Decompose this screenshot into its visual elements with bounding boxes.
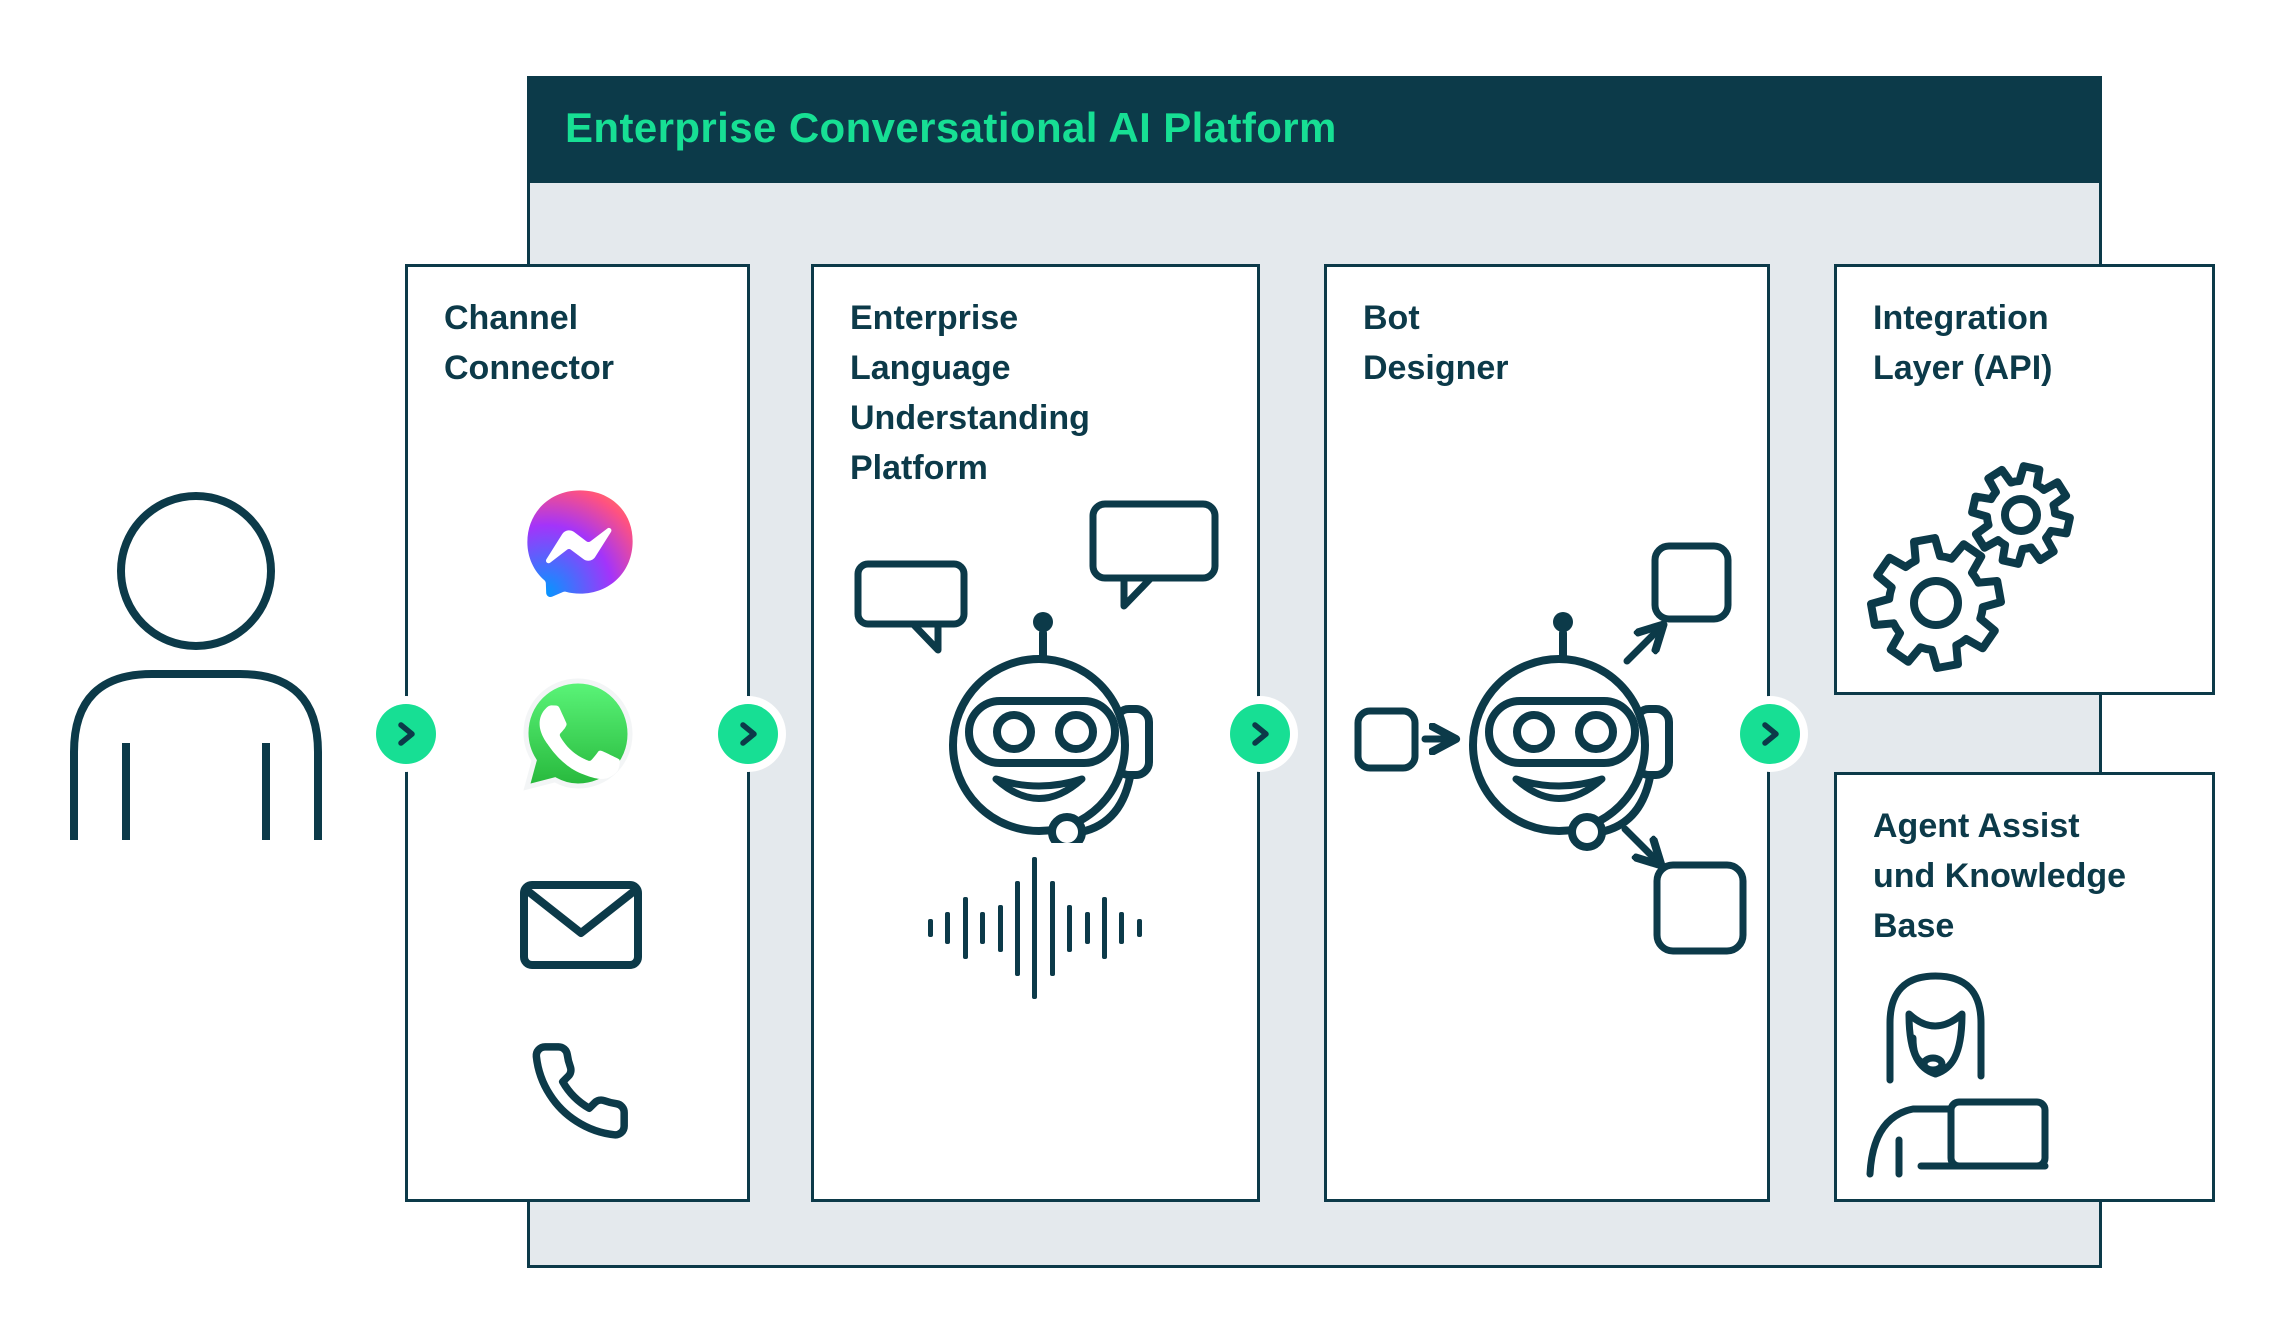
bot-designer-box: Bot Designer <box>1324 264 1770 1202</box>
speech-bubble-right-icon <box>1089 500 1219 610</box>
bot-designer-title: Bot Designer <box>1363 299 1509 387</box>
flow-connector-designer-to-integration <box>1740 704 1800 764</box>
elu-platform-title: Enterprise Language Understanding Platfo… <box>850 299 1090 487</box>
integration-layer-box: Integration Layer (API) <box>1834 264 2215 695</box>
person-icon <box>70 492 322 840</box>
voice-waveform-icon <box>928 855 1143 1001</box>
integration-layer-title: Integration Layer (API) <box>1873 299 2053 387</box>
agent-assist-box: Agent Assist und Knowledge Base <box>1834 772 2215 1202</box>
bot-head-icon <box>933 603 1153 843</box>
channel-connector-title: Channel Connector <box>444 299 614 387</box>
bot-flow-icon <box>1354 542 1747 955</box>
chevron-right-icon <box>1762 722 1779 746</box>
flow-arrow-up <box>1623 631 1657 665</box>
agent-headset-mic <box>1920 1054 1946 1074</box>
phone-icon <box>532 1043 628 1139</box>
email-icon <box>520 881 642 969</box>
chevron-right-icon <box>398 722 415 746</box>
chevron-right-icon <box>740 722 757 746</box>
channel-connector-box: Channel Connector <box>405 264 750 1202</box>
flow-arrow-down <box>1621 825 1655 859</box>
whatsapp-icon <box>523 678 633 791</box>
elu-platform-box: Enterprise Language Understanding Platfo… <box>811 264 1260 1202</box>
flow-connector-elu-to-designer <box>1230 704 1290 764</box>
flow-node-bottom <box>1653 861 1747 955</box>
support-agent-icon <box>1866 972 2049 1178</box>
flow-connector-channel-to-elu <box>718 704 778 764</box>
agent-assist-title: Agent Assist und Knowledge Base <box>1873 807 2127 945</box>
chevron-right-icon <box>1252 722 1269 746</box>
gears-icon <box>1867 462 2074 672</box>
platform-header: Enterprise Conversational AI Platform <box>527 76 2102 180</box>
messenger-icon <box>527 490 633 598</box>
flow-node-top <box>1651 542 1732 623</box>
flow-connector-user-to-channel <box>376 704 436 764</box>
agent-hair <box>1886 972 1985 1084</box>
platform-title: Enterprise Conversational AI Platform <box>565 104 1337 151</box>
speech-bubble-left-icon <box>854 560 968 654</box>
laptop-screen <box>1947 1098 2049 1170</box>
flow-node-input <box>1354 707 1419 772</box>
